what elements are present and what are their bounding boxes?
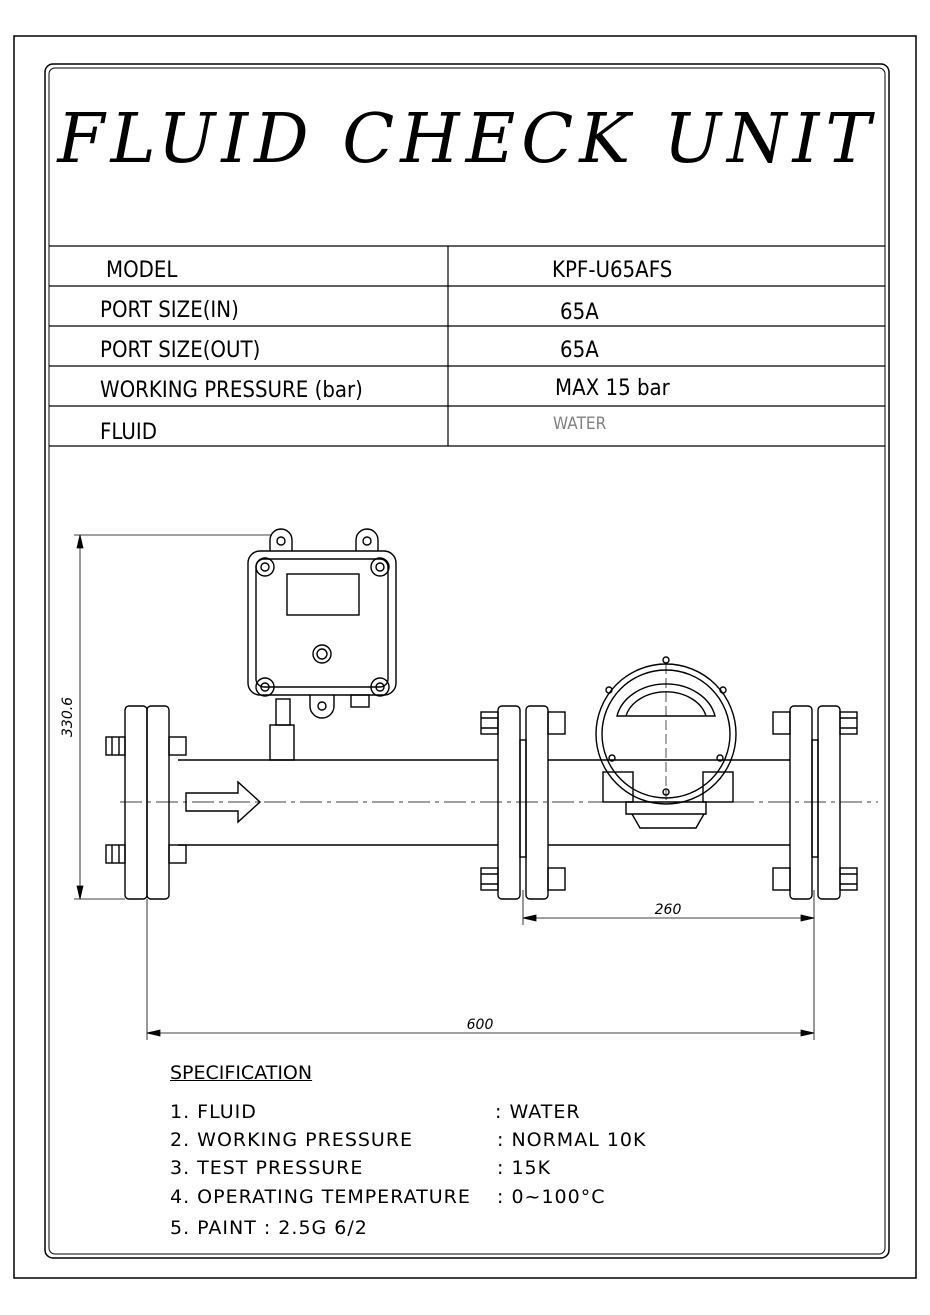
fluid-label: FLUID	[100, 420, 158, 445]
model-value: KPF-U65AFS	[552, 258, 673, 283]
spec-item-value: : WATER	[495, 1101, 581, 1123]
spec-item-label: 1. FLUID	[170, 1101, 257, 1123]
height-dimension-label: 330.6	[60, 697, 76, 737]
inner-frame	[44, 63, 890, 1259]
unit-drawing	[74, 528, 878, 1040]
inner-frame-2	[48, 67, 886, 1255]
page-title: FLUID CHECK UNIT	[57, 100, 877, 179]
left-flange	[124, 705, 148, 900]
overall-length-dimension	[146, 899, 815, 1040]
spec-item-value: : 15K	[497, 1157, 552, 1179]
overall-length-label: 600	[467, 1017, 494, 1033]
right-flanges	[772, 705, 858, 900]
spec-table-grid	[49, 245, 885, 447]
fluid-value: WATER	[553, 414, 607, 434]
middle-flanges	[480, 705, 566, 900]
model-label: MODEL	[106, 258, 178, 283]
pressure-switch-box	[247, 528, 397, 761]
flow-arrow	[185, 780, 262, 824]
height-dimension	[74, 534, 272, 900]
spec-item-value: : 0~100°C	[497, 1186, 606, 1208]
port-in-label: PORT SIZE(IN)	[100, 298, 239, 323]
flange-span-label: 260	[655, 902, 682, 918]
flange-span-dimension	[522, 890, 815, 925]
port-in-value: 65A	[560, 300, 599, 325]
working-pressure-value: MAX 15 bar	[555, 376, 670, 401]
working-pressure-label: WORKING PRESSURE (bar)	[100, 378, 363, 403]
port-out-label: PORT SIZE(OUT)	[100, 338, 261, 363]
spec-item-label: 2. WORKING PRESSURE	[170, 1129, 414, 1151]
outer-frame	[13, 35, 917, 1279]
spec-item-label: 5. PAINT : 2.5G 6/2	[170, 1217, 368, 1239]
spec-item-label: 3. TEST PRESSURE	[170, 1157, 364, 1179]
specification-heading: SPECIFICATION	[170, 1062, 313, 1084]
flow-indicator	[595, 656, 737, 829]
spec-item-label: 4. OPERATING TEMPERATURE	[170, 1186, 471, 1208]
port-out-value: 65A	[560, 338, 599, 363]
left-flange-bolts	[105, 736, 187, 864]
spec-item-value: : NORMAL 10K	[497, 1129, 647, 1151]
